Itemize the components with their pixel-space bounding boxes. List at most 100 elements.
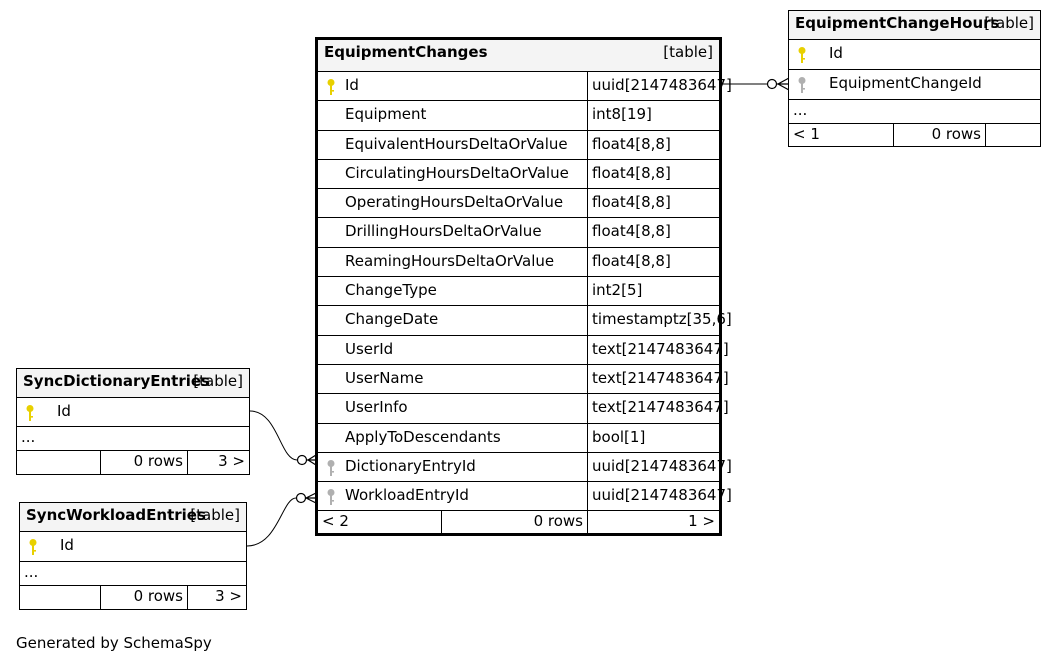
equipment-change-hours-table[interactable]: EquipmentChangeHours [table] Id Equipmen…	[788, 10, 1041, 147]
column-type: uuid[2147483647]	[592, 486, 732, 505]
column-divider	[587, 306, 588, 335]
column-row[interactable]: CirculatingHoursDeltaOrValue float4[8,8]	[318, 159, 719, 190]
column-name: EquivalentHoursDeltaOrValue	[345, 134, 568, 153]
ellipsis: ...	[21, 428, 36, 446]
column-name: Id	[829, 44, 843, 62]
table-header: EquipmentChanges [table]	[318, 40, 719, 72]
column-divider	[587, 277, 588, 306]
column-divider	[587, 335, 588, 364]
table-footer: 0 rows 3 >	[17, 451, 249, 474]
footer-parents: < 2	[322, 512, 349, 531]
footer-row-count: 0 rows	[533, 512, 583, 531]
footer-children: 3 >	[215, 587, 242, 605]
column-row[interactable]: ChangeType int2[5]	[318, 277, 719, 307]
column-type: int2[5]	[592, 281, 643, 300]
column-divider	[587, 159, 588, 189]
column-type: text[2147483647]	[592, 398, 729, 417]
column-name: UserName	[345, 368, 424, 387]
column-row[interactable]: DictionaryEntryId uuid[2147483647]	[318, 452, 732, 483]
sync-workload-entries-table[interactable]: SyncWorkloadEntries [table] Id ... 0 row…	[19, 502, 247, 610]
foreign-key-icon	[797, 76, 807, 94]
footer-row-count: 0 rows	[931, 125, 981, 143]
footer-row-count: 0 rows	[133, 587, 183, 605]
column-row[interactable]: Id uuid[2147483647]	[318, 72, 732, 102]
table-type: [table]	[663, 43, 713, 61]
column-row[interactable]: Id	[17, 398, 249, 427]
column-divider	[587, 101, 588, 130]
footer-row-count: 0 rows	[133, 452, 183, 470]
column-type: float4[8,8]	[592, 134, 671, 153]
column-divider	[587, 247, 588, 277]
footer-children: 3 >	[218, 452, 245, 470]
more-columns-row: ...	[20, 562, 246, 586]
column-row[interactable]: OperatingHoursDeltaOrValue float4[8,8]	[318, 189, 719, 219]
table-type: [table]	[193, 372, 243, 390]
column-row[interactable]: EquivalentHoursDeltaOrValue float4[8,8]	[318, 130, 719, 160]
column-row[interactable]: Id	[789, 40, 1040, 70]
column-type: float4[8,8]	[592, 193, 671, 212]
foreign-key-icon	[326, 459, 336, 477]
column-name: UserId	[345, 339, 394, 358]
column-divider	[587, 423, 588, 452]
column-type: float4[8,8]	[592, 251, 671, 270]
column-divider	[587, 452, 588, 482]
column-type: timestamptz[35,6]	[592, 310, 732, 329]
column-name: Id	[60, 536, 74, 554]
column-type: float4[8,8]	[592, 163, 671, 182]
column-type: float4[8,8]	[592, 222, 671, 241]
equipment-changes-table[interactable]: EquipmentChanges [table] Id uuid[21474836…	[315, 37, 732, 537]
column-name: OperatingHoursDeltaOrValue	[345, 193, 564, 212]
column-name: EquipmentChangeId	[829, 74, 982, 92]
column-type: uuid[2147483647]	[592, 76, 732, 94]
table-header: SyncWorkloadEntries [table]	[20, 503, 246, 532]
column-row[interactable]: WorkloadEntryId uuid[2147483647]	[318, 482, 732, 512]
column-row[interactable]: DrillingHoursDeltaOrValue float4[8,8]	[318, 218, 719, 248]
column-type: uuid[2147483647]	[592, 456, 732, 475]
primary-key-icon	[326, 78, 336, 96]
column-divider	[587, 482, 588, 511]
column-name: ChangeDate	[345, 310, 439, 329]
column-name: DrillingHoursDeltaOrValue	[345, 222, 542, 241]
ellipsis: ...	[24, 563, 39, 581]
column-row[interactable]: ReamingHoursDeltaOrValue float4[8,8]	[318, 247, 719, 278]
column-name: ChangeType	[345, 281, 437, 300]
sync-dictionary-entries-table[interactable]: SyncDictionaryEntries [table] Id ... 0 r…	[16, 368, 250, 475]
table-name: EquipmentChangeHours	[795, 14, 1000, 32]
table-footer: < 1 0 rows	[789, 124, 1040, 146]
column-name: Id	[345, 76, 359, 94]
column-row[interactable]: ChangeDate timestamptz[35,6]	[318, 306, 732, 336]
column-divider	[587, 130, 588, 159]
footer-parents: < 1	[793, 125, 820, 143]
column-row[interactable]: EquipmentChangeId	[789, 70, 1040, 100]
primary-key-icon	[797, 46, 807, 64]
column-name: Id	[57, 402, 71, 420]
column-row[interactable]: Id	[20, 532, 246, 562]
table-type: [table]	[190, 506, 240, 524]
table-name: SyncWorkloadEntries	[26, 506, 206, 524]
column-name: WorkloadEntryId	[345, 486, 469, 505]
column-name: ReamingHoursDeltaOrValue	[345, 251, 555, 270]
column-name: DictionaryEntryId	[345, 456, 476, 475]
table-header: EquipmentChangeHours [table]	[789, 11, 1040, 40]
table-footer: 0 rows 3 >	[20, 586, 246, 609]
footer-children: 1 >	[688, 512, 715, 531]
column-name: CirculatingHoursDeltaOrValue	[345, 163, 569, 182]
ellipsis: ...	[793, 101, 808, 119]
column-divider	[587, 394, 588, 423]
table-type: [table]	[984, 14, 1034, 32]
more-columns-row: ...	[789, 100, 1040, 124]
table-name: SyncDictionaryEntries	[23, 372, 210, 390]
table-header: SyncDictionaryEntries [table]	[17, 369, 249, 398]
column-divider	[587, 72, 588, 101]
column-type: int8[19]	[592, 105, 652, 124]
column-name: ApplyToDescendants	[345, 427, 501, 446]
primary-key-icon	[25, 404, 35, 422]
more-columns-row: ...	[17, 427, 249, 451]
foreign-key-icon	[326, 488, 336, 506]
